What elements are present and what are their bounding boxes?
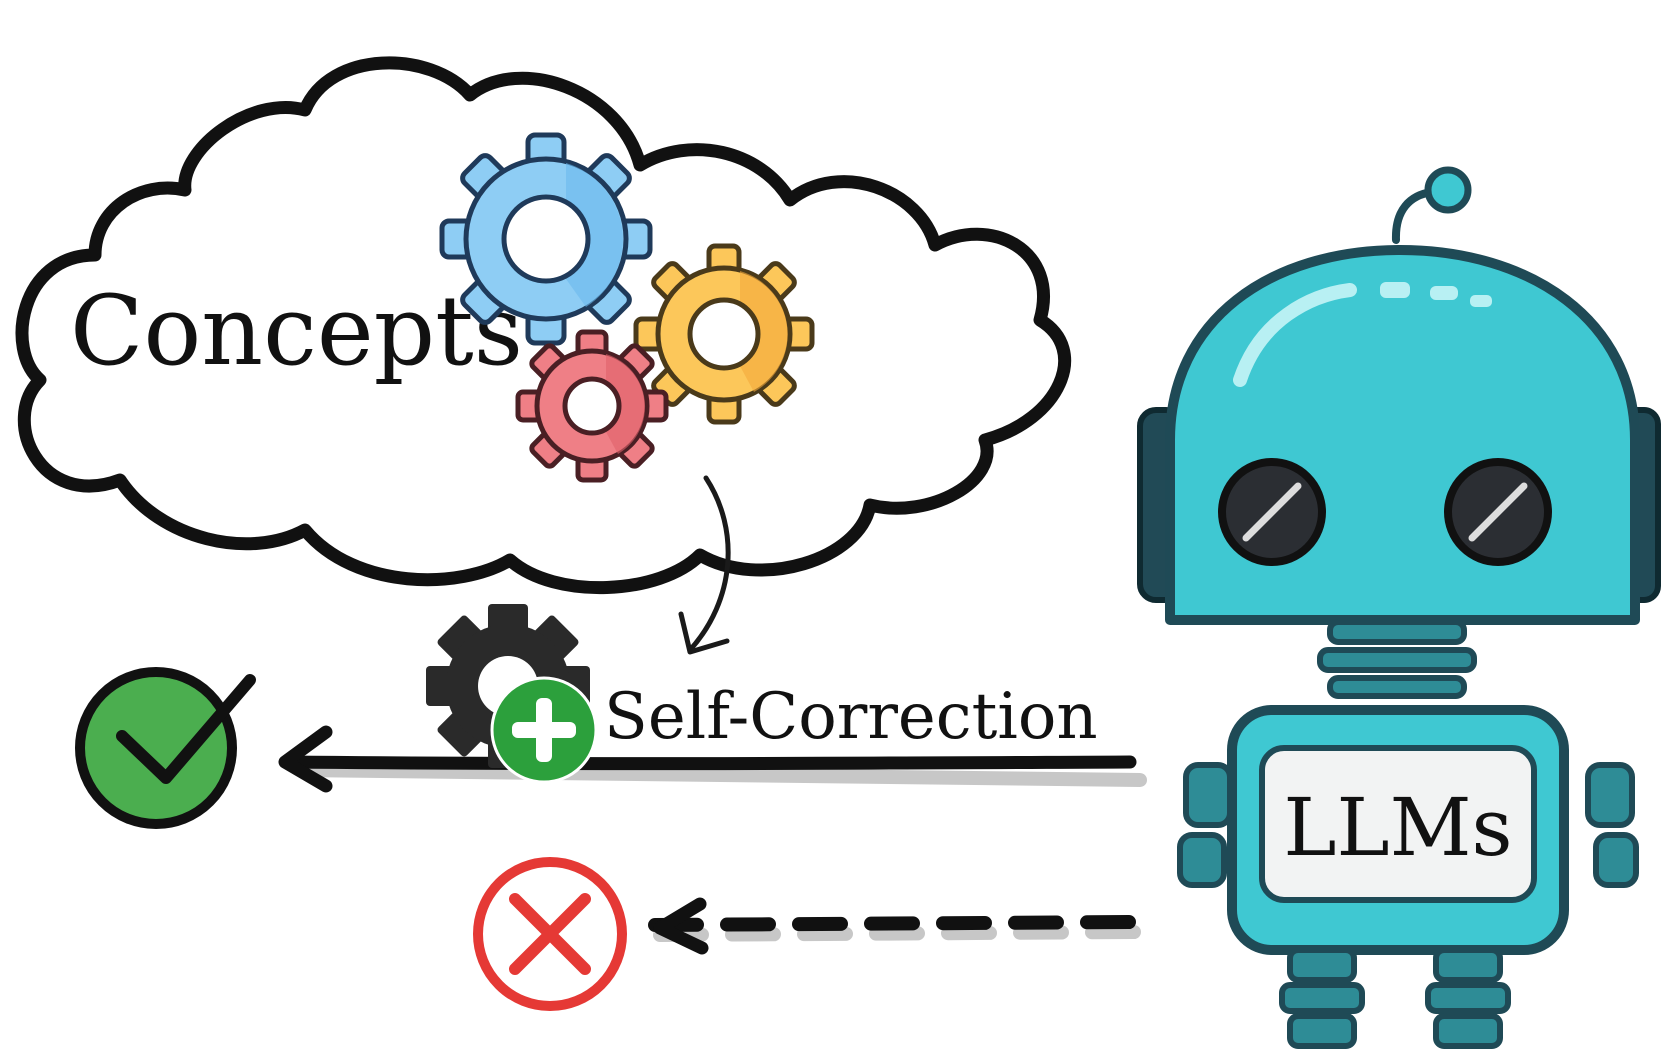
plus-icon: [490, 676, 598, 784]
llms-label: LLMs: [1283, 781, 1512, 874]
direct-answer-arrow: [648, 897, 1147, 955]
gear-plus-icon: [426, 604, 598, 784]
self-correction-label: Self-Correction: [604, 680, 1098, 754]
blue-gear-icon: [439, 132, 653, 346]
x-circle-icon: [473, 857, 627, 1011]
check-circle-icon: [75, 667, 256, 829]
yellow-gear-icon: [633, 243, 815, 425]
robot-screen: LLMs: [1259, 745, 1537, 903]
red-gear-icon: [515, 329, 669, 483]
robot-icon: LLMs: [1137, 166, 1661, 1049]
concepts-label: Concepts: [70, 275, 523, 387]
self-correction-arrow: [278, 725, 1147, 793]
colored-gears-icon: [439, 132, 815, 483]
curved-arrow: [678, 475, 731, 655]
